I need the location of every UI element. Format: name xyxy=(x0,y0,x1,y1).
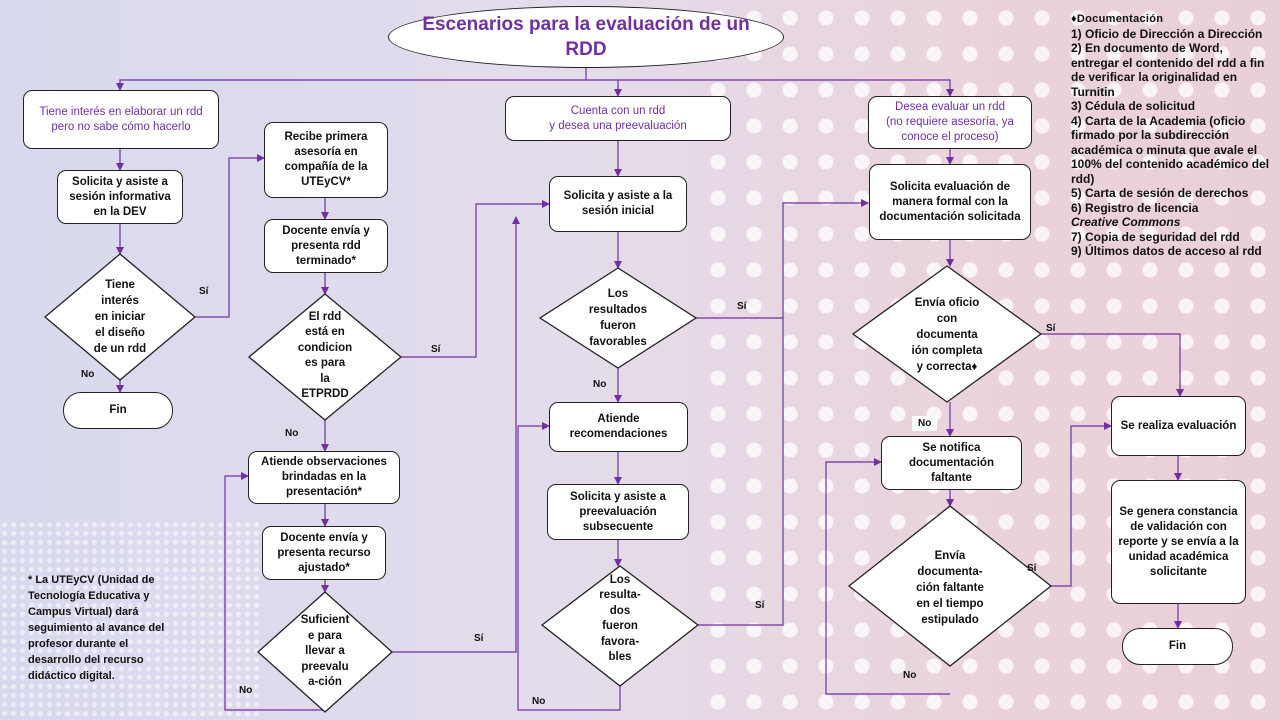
doc-item: 5) Carta de sesión de derechos xyxy=(1071,186,1249,200)
c3-decision1-text: Los resultados fueron favorables xyxy=(588,288,648,348)
c2-decision1-text: El rdd está en condicion es para la ETPR… xyxy=(297,310,353,401)
arrow-top-right xyxy=(618,79,954,97)
c3-start-box: Cuenta con un rdd y desea una preevaluac… xyxy=(505,96,731,141)
doc-item: 9) Últimos datos de acceso al rdd xyxy=(1071,244,1262,258)
label-no-c3-2: No xyxy=(532,696,546,707)
label-no-c3-1: No xyxy=(593,379,607,390)
c2-first-advice-box: Recibe primera asesoría en compañía de l… xyxy=(264,122,388,198)
doc-item: 7) Copia de seguridad del rdd xyxy=(1071,229,1240,244)
label-yes-c4-1: Sí xyxy=(1046,323,1056,334)
arrow-top-left xyxy=(116,68,587,91)
label-yes-c3-2: Sí xyxy=(755,600,765,611)
c1-decision-text: Tiene interés en iniciar el diseño de un… xyxy=(93,279,147,355)
c5-certificate-box: Se genera constancia de validación con r… xyxy=(1111,480,1246,604)
label-no-c4-2: No xyxy=(903,670,917,681)
c2-send-rdd-box: Docente envía y presenta rdd terminado* xyxy=(264,219,388,273)
c3-recommendations-box: Atiende recomendaciones xyxy=(549,402,688,452)
dot-pattern-left xyxy=(0,520,260,720)
decision-c3-2 xyxy=(540,565,700,687)
doc-item-6-prefix: 6) Registro de licencia xyxy=(1071,200,1199,215)
c4-notify-box: Se notifica documentación faltante xyxy=(881,436,1022,490)
decision-c2-2 xyxy=(257,591,393,713)
label-yes-c4-2: Sí xyxy=(1027,563,1037,574)
footnote: * La UTEyCV (Unidad de Tecnología Educat… xyxy=(28,574,165,682)
decision-c4-1 xyxy=(851,265,1043,403)
c3-initial-session-box: Solicita y asiste a la sesión inicial xyxy=(549,176,687,232)
decision-c4-2 xyxy=(847,505,1053,667)
diagram-title: Escenarios para la evaluación de un RDD xyxy=(388,6,784,68)
label-no-c2-1: No xyxy=(285,428,299,439)
c3-decision2-text: Los resulta- dos fueron favora- bles xyxy=(599,573,641,664)
c1-session-box: Solicita y asiste a sesión informativa e… xyxy=(57,170,183,224)
documentation-header: ♦Documentación xyxy=(1071,13,1164,25)
c4-start-box: Desea evaluar un rdd (no requiere asesor… xyxy=(868,96,1032,149)
label-yes-c1: Sí xyxy=(199,286,209,297)
c4-decision2-text: Envía documenta- ción faltante en el tie… xyxy=(916,550,984,626)
c4-request-box: Solicita evaluación de manera formal con… xyxy=(869,164,1031,240)
doc-item: 1) Oficio de Dirección a Dirección xyxy=(1071,26,1263,41)
decision-c1 xyxy=(43,253,197,381)
doc-item: 4) Carta de la Academia (oficio firmado … xyxy=(1071,113,1270,186)
doc-item-6-license: Creative Commons xyxy=(1071,215,1181,229)
c4-decision1-text: Envía oficio con documenta ión completa … xyxy=(911,297,983,373)
label-yes-c2-1: Sí xyxy=(431,344,441,355)
c1-start-box: Tiene interés en elaborar un rdd pero no… xyxy=(23,90,219,149)
c2-send-adjusted-box: Docente envía y presenta recurso ajustad… xyxy=(262,526,386,580)
c2-decision2-text: Suficient e para llevar a preevalu a-ció… xyxy=(300,614,350,689)
c5-end-box: Fin xyxy=(1122,628,1233,665)
arrow-top-mid xyxy=(586,79,622,97)
c2-observations-box: Atiende observaciones brindadas en la pr… xyxy=(248,451,400,504)
label-no-c2-2: No xyxy=(239,685,253,696)
label-no-c1: No xyxy=(81,369,95,380)
label-no-c4-1: No xyxy=(912,416,938,431)
c5-evaluation-box: Se realiza evaluación xyxy=(1111,396,1246,456)
label-yes-c2-2: Sí xyxy=(474,633,484,644)
doc-item: 2) En documento de Word, entregar el con… xyxy=(1071,41,1265,99)
label-yes-c3-1: Sí xyxy=(737,301,747,312)
decision-c2-1 xyxy=(247,293,403,421)
c3-subsequent-box: Solicita y asiste a preevaluación subsec… xyxy=(547,484,689,540)
doc-item: 3) Cédula de solicitud xyxy=(1071,99,1196,113)
documentation-list: ♦Documentación 1) Oficio de Dirección a … xyxy=(1071,12,1271,259)
decision-c3-1 xyxy=(538,267,698,369)
c1-end-box: Fin xyxy=(63,392,173,429)
